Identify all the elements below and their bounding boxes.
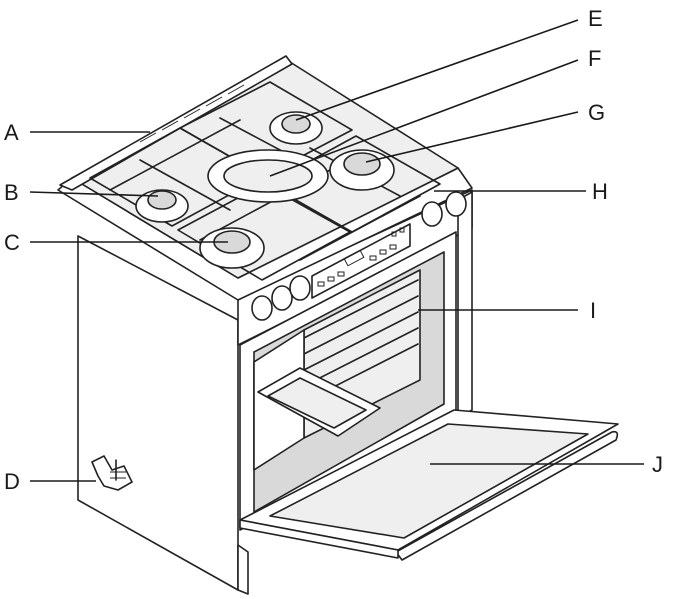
label-F: F [588, 46, 601, 71]
range-right-panel [457, 191, 473, 419]
right-control-knobs [421, 191, 467, 227]
leader-G [365, 111, 579, 163]
label-I: I [590, 298, 596, 323]
anti-tip-bracket-icon [91, 455, 133, 491]
range-side-panel [77, 235, 239, 591]
range-kick-plate [237, 544, 249, 595]
leader-E [295, 19, 579, 121]
label-A: A [4, 120, 19, 145]
oven-control-pad [311, 223, 411, 299]
backguard-vents [139, 84, 245, 143]
label-H: H [592, 179, 608, 204]
label-B: B [4, 180, 19, 205]
center-oval-burner [207, 149, 329, 203]
leader-F [269, 59, 579, 177]
label-D: D [4, 469, 20, 494]
oven-door-window [269, 423, 589, 539]
front-burner [199, 227, 265, 269]
callout-leaders [29, 19, 644, 482]
leader-B [29, 191, 159, 197]
range-illustration [57, 55, 619, 595]
rear-burner [269, 111, 323, 145]
callout-labels: A B C D E F G H I J [4, 6, 663, 494]
left-control-knobs [251, 275, 311, 321]
rear-backguard [59, 55, 293, 191]
label-J: J [652, 452, 663, 477]
label-G: G [588, 100, 605, 125]
label-C: C [4, 230, 20, 255]
right-burner [329, 149, 395, 191]
label-E: E [588, 6, 603, 31]
